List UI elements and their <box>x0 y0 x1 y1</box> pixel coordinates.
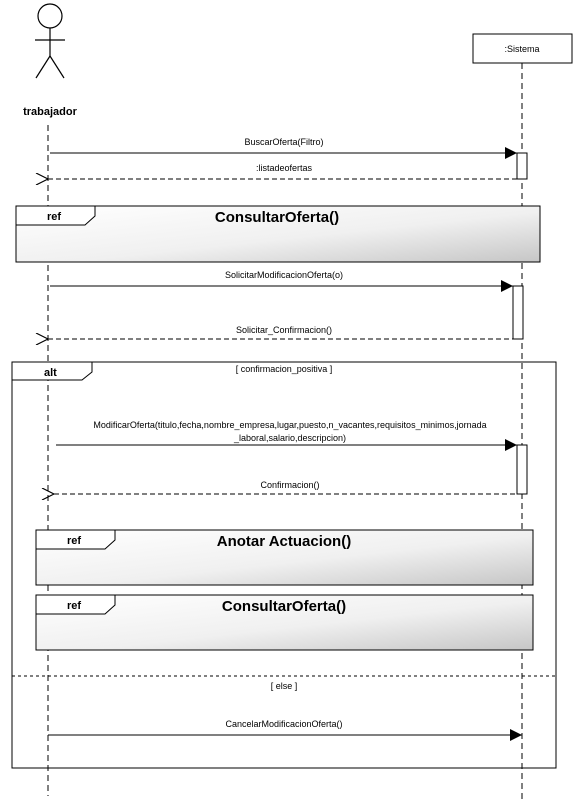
activation-bar <box>516 152 528 180</box>
alt-tag: alt <box>44 367 57 379</box>
activation-bar <box>512 285 524 340</box>
alt-guard: [ else ] <box>271 681 298 691</box>
actor-trabajador: trabajador <box>23 3 78 118</box>
actor-label: trabajador <box>23 106 78 118</box>
alt-frame: alt [ confirmacion_positiva ] [ else ] <box>11 361 557 769</box>
ref-frame: ref Anotar Actuacion() <box>35 529 534 586</box>
message-label: Confirmacion() <box>260 480 319 490</box>
ref-title: ConsultarOferta() <box>222 598 346 615</box>
message-label: SolicitarModificacionOferta(o) <box>225 270 343 280</box>
ref-title: Anotar Actuacion() <box>217 533 351 550</box>
message-label: CancelarModificacionOferta() <box>225 719 342 729</box>
object-sistema: :Sistema <box>472 33 573 64</box>
message-label: :listadeofertas <box>256 163 313 173</box>
activation-bar <box>516 444 528 495</box>
alt-guard: [ confirmacion_positiva ] <box>236 364 333 374</box>
ref-tag: ref <box>67 535 81 547</box>
ref-tag: ref <box>67 600 81 612</box>
object-label: :Sistema <box>504 44 539 54</box>
ref-frame: ref ConsultarOferta() <box>35 594 534 651</box>
ref-frame: ref ConsultarOferta() <box>15 205 541 263</box>
message-label: Solicitar_Confirmacion() <box>236 325 332 335</box>
ref-tag: ref <box>47 211 61 223</box>
ref-title: ConsultarOferta() <box>215 209 339 226</box>
message-label: _laboral,salario,descripcion) <box>233 433 346 443</box>
message-label: ModificarOferta(titulo,fecha,nombre_empr… <box>93 420 486 430</box>
object-box <box>472 33 573 64</box>
actor-head-icon <box>37 3 63 29</box>
message-label: BuscarOferta(Filtro) <box>244 137 323 147</box>
